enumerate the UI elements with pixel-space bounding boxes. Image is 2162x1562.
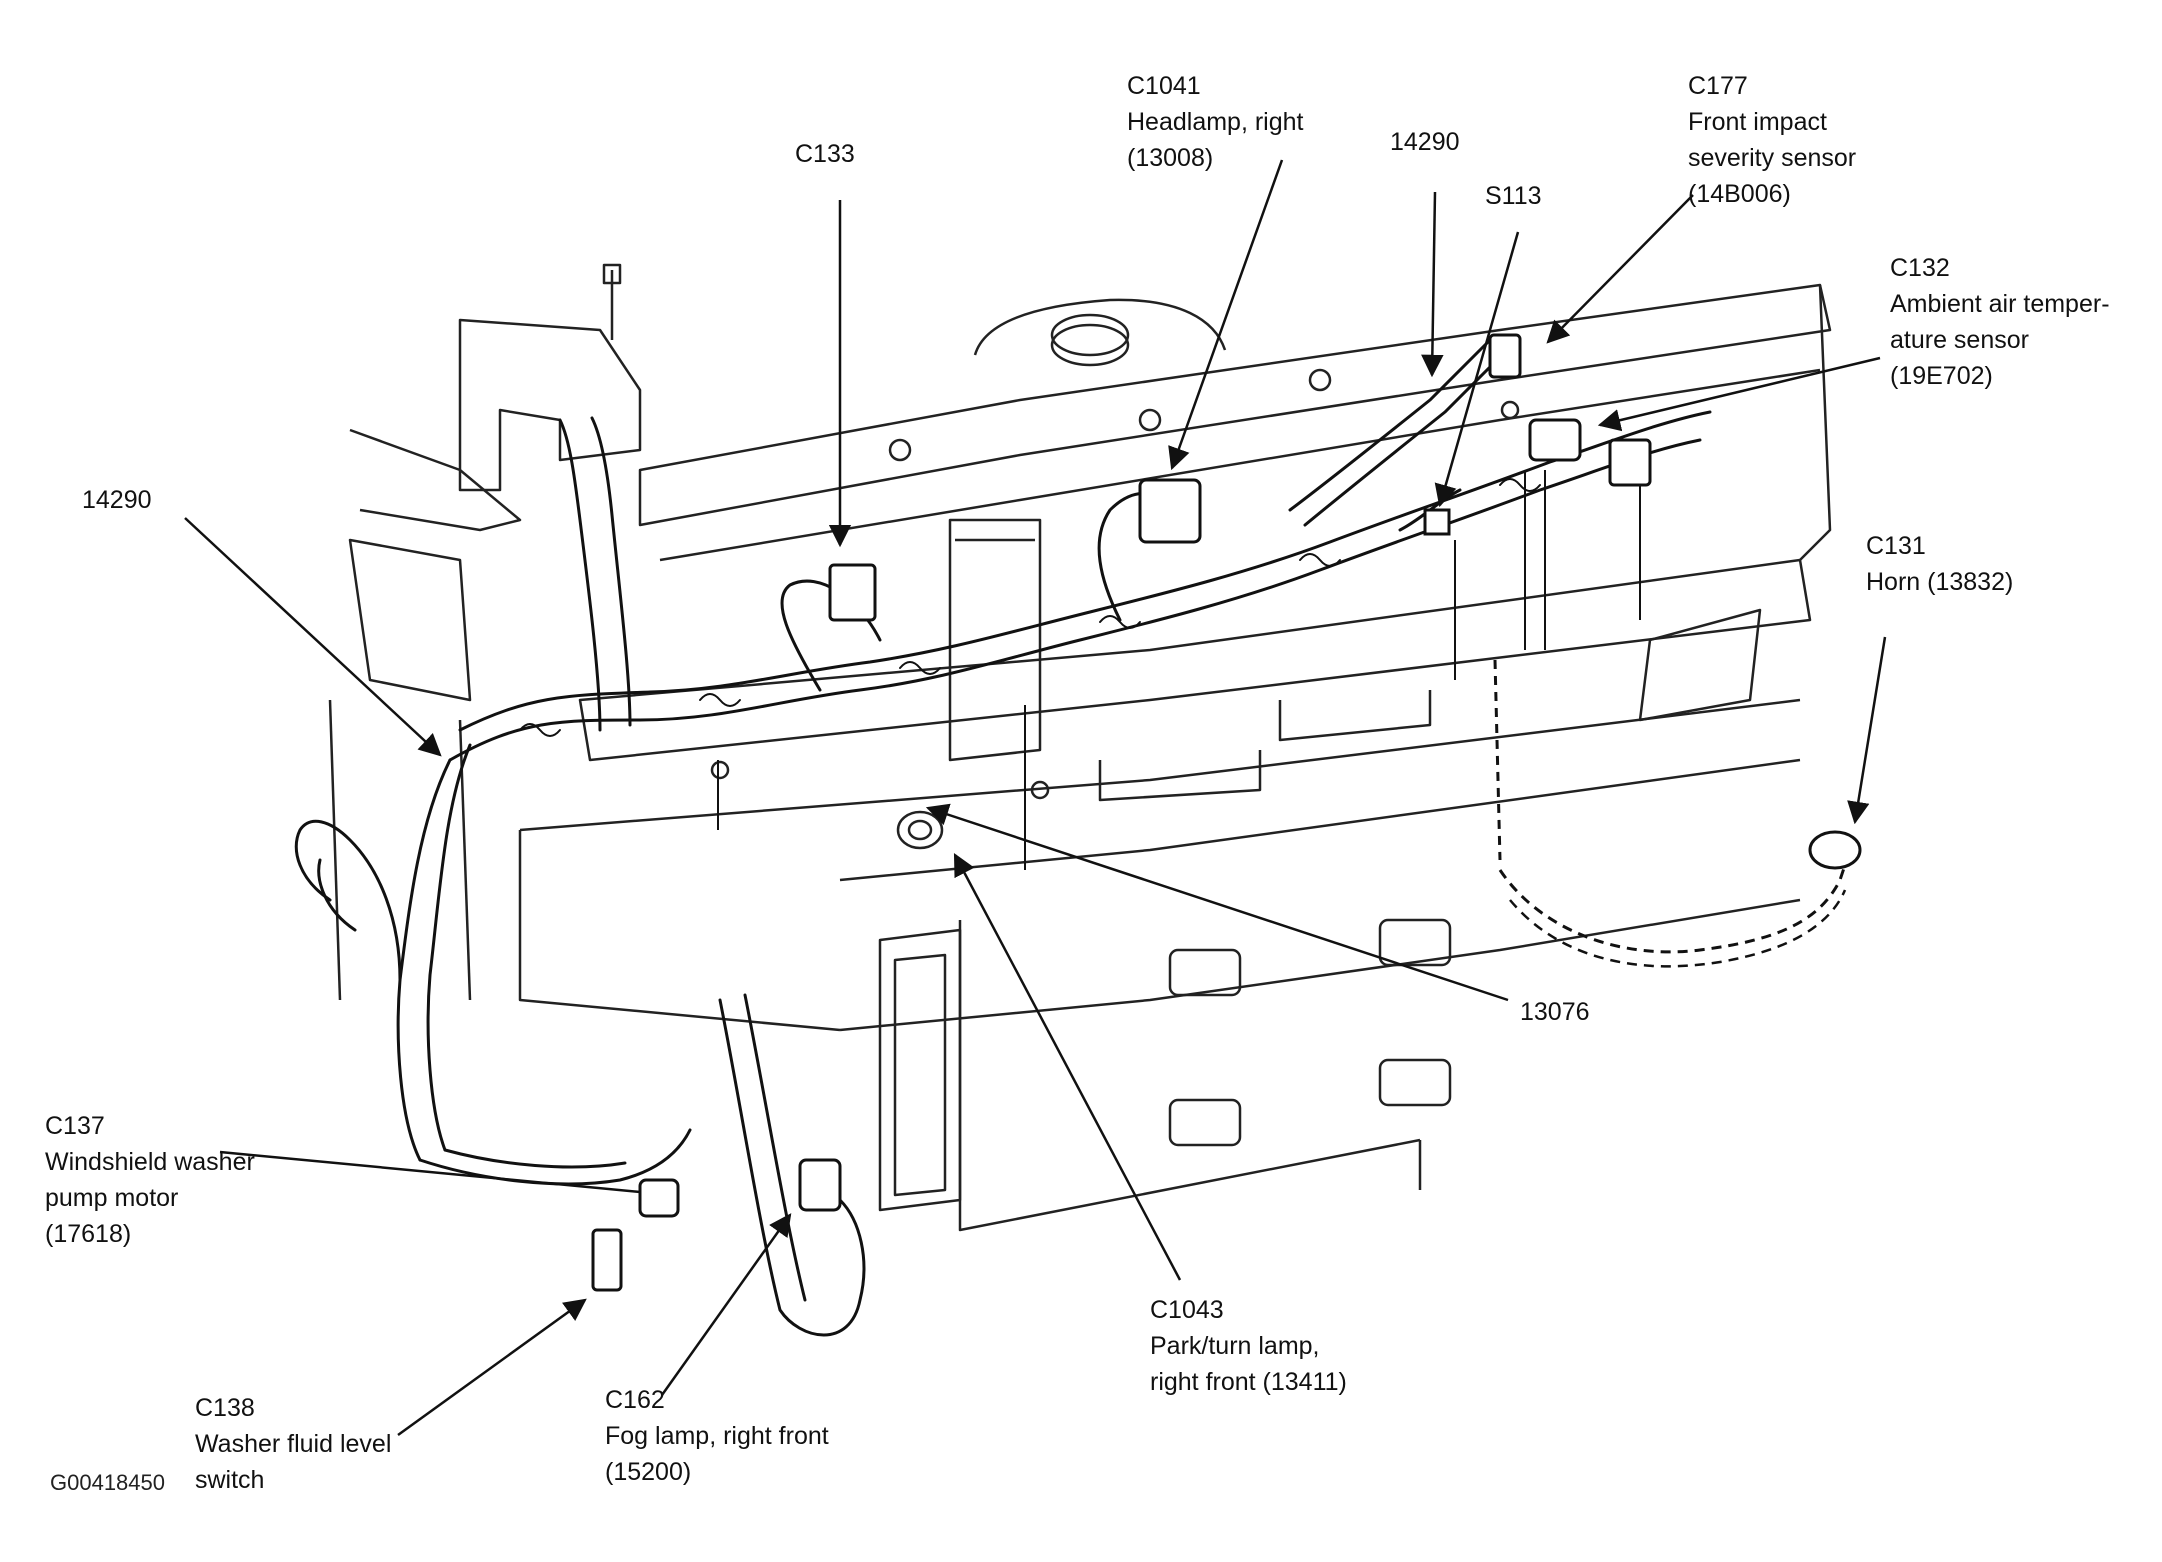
wiring-harness xyxy=(294,338,1712,1337)
label-14290-top: 14290 xyxy=(1390,128,1460,156)
label-c132: C132 Ambient air temper- ature sensor (1… xyxy=(1890,254,2110,390)
connector-c177 xyxy=(1488,333,1522,379)
connector-c133 xyxy=(828,563,877,622)
leader-14290-top xyxy=(1421,191,1444,378)
leader-14290-left xyxy=(184,517,442,757)
connectors xyxy=(591,333,1862,1292)
horn-wiring-dashed-2 xyxy=(1509,889,1847,968)
horn-wiring-dashed xyxy=(1498,849,1852,954)
leader-c137 xyxy=(219,1150,641,1194)
vertical-dashed-line xyxy=(1493,659,1502,861)
connector-c1041 xyxy=(1138,478,1202,544)
label-c1041: C1041 Headlamp, right (13008) xyxy=(1127,72,1304,172)
leader-c162 xyxy=(660,1213,792,1396)
label-c137: C137 Windshield washer pump motor (17618… xyxy=(45,1112,255,1248)
label-c138: C138 Washer fluid level switch xyxy=(195,1394,392,1494)
leader-c177 xyxy=(1546,194,1694,344)
leader-13076 xyxy=(925,803,1509,1002)
label-c131: C131 Horn (13832) xyxy=(1866,532,2014,596)
label-14290-left: 14290 xyxy=(82,486,152,514)
connector-c132-mount xyxy=(1608,438,1652,487)
leader-c138 xyxy=(397,1298,587,1437)
mounting-pins xyxy=(717,470,1641,870)
leader-c132 xyxy=(1597,356,1881,432)
label-c133: C133 xyxy=(795,140,855,168)
figure-id: G00418450 xyxy=(50,1470,165,1495)
leader-lines xyxy=(184,159,1887,1437)
label-c162: C162 Fog lamp, right front (15200) xyxy=(605,1386,829,1486)
connector-c162 xyxy=(798,1158,842,1212)
connector-s113 xyxy=(1423,508,1451,536)
leader-s113 xyxy=(1434,231,1520,508)
connector-c138 xyxy=(591,1228,623,1292)
connector-c131 xyxy=(1808,830,1862,870)
radiator-support-frame xyxy=(328,263,1832,1232)
connector-c132 xyxy=(1528,418,1582,462)
leader-c1041 xyxy=(1168,159,1284,471)
leader-c1043 xyxy=(953,853,1182,1281)
label-s113: S113 xyxy=(1485,182,1542,210)
leader-c131 xyxy=(1847,636,1887,825)
label-13076: 13076 xyxy=(1520,998,1590,1026)
label-c1043: C1043 Park/turn lamp, right front (13411… xyxy=(1150,1296,1347,1396)
label-c177: C177 Front impact severity sensor (14B00… xyxy=(1688,72,1857,208)
connector-c137 xyxy=(638,1178,680,1218)
